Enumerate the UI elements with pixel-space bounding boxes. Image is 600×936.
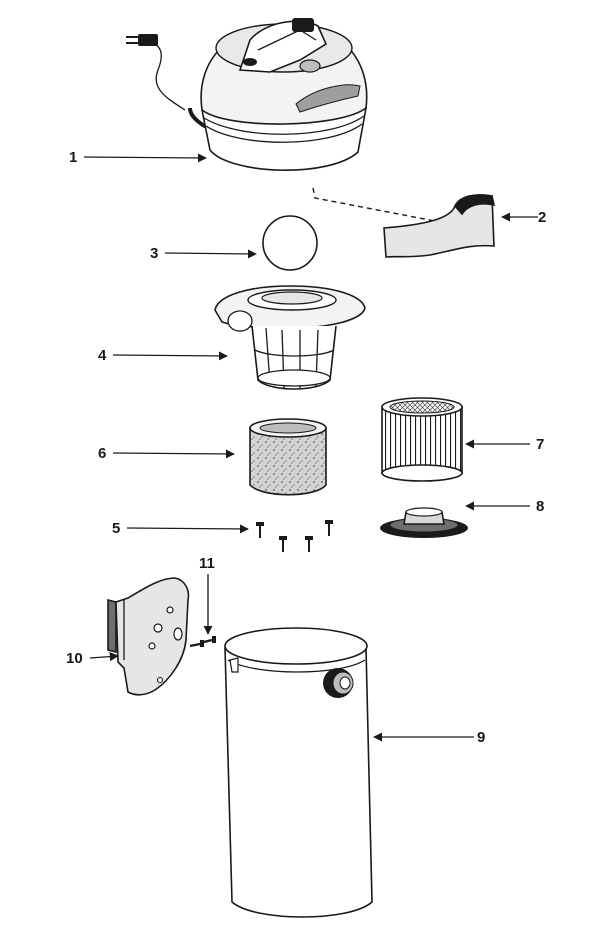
leader-10 (89, 652, 119, 662)
alignment-dashed-line (312, 187, 441, 223)
screw (203, 636, 216, 644)
callout-10: 10 (66, 650, 83, 667)
leader-3 (164, 249, 257, 259)
foam-deflector (383, 194, 496, 258)
callout-9: 9 (477, 729, 486, 746)
leader-lines (83, 153, 538, 742)
wall-mount-bracket (107, 577, 190, 696)
power-head (126, 18, 368, 171)
leader-6 (112, 449, 235, 459)
callout-2: 2 (538, 209, 547, 226)
callout-8: 8 (536, 498, 545, 515)
screw (256, 522, 264, 538)
screw (189, 640, 204, 648)
leader-5 (126, 524, 249, 534)
leader-1 (83, 153, 207, 163)
power-plug (126, 34, 158, 46)
screw (279, 536, 287, 552)
callout-1: 1 (69, 149, 78, 166)
callout-7: 7 (536, 436, 545, 453)
callout-4: 4 (98, 347, 107, 364)
callout-6: 6 (98, 445, 107, 462)
screw (325, 520, 333, 536)
callout-5: 5 (112, 520, 121, 537)
tank-inlet-port (323, 668, 354, 698)
float-ball (262, 215, 318, 271)
collection-tank (224, 627, 373, 918)
cartridge-filter (381, 397, 463, 482)
foam-sleeve-filter (249, 418, 327, 496)
screw-set (256, 520, 333, 552)
callout-3: 3 (150, 245, 159, 262)
filter-cage (214, 285, 366, 390)
callout-11: 11 (199, 555, 215, 572)
leader-4 (112, 351, 228, 361)
bracket-screws (189, 636, 216, 648)
screw (305, 536, 313, 552)
filter-retainer (380, 507, 468, 538)
